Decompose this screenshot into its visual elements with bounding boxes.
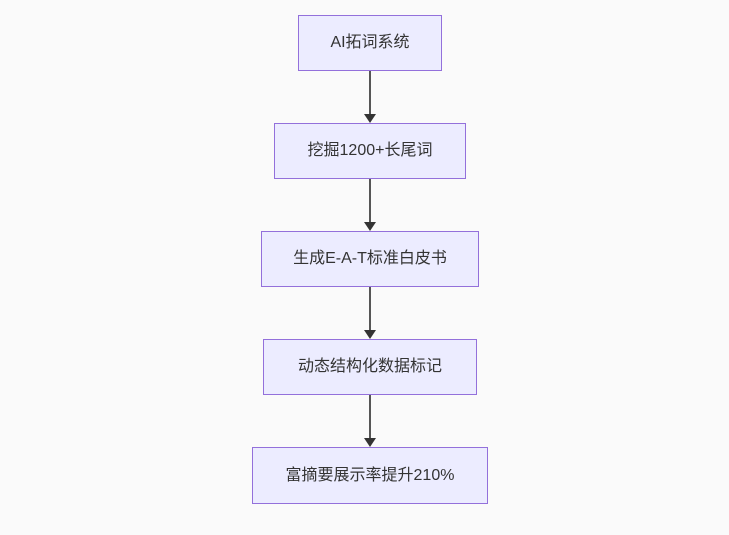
flowchart: AI拓词系统 挖掘1200+长尾词 生成E-A-T标准白皮书 动态结构化数据标记… bbox=[252, 15, 488, 504]
flow-connector-3 bbox=[364, 287, 376, 339]
arrowhead-down-icon bbox=[364, 114, 376, 123]
flow-connector-1 bbox=[364, 71, 376, 123]
flow-node-eat-whitepaper: 生成E-A-T标准白皮书 bbox=[261, 231, 479, 287]
connector-line bbox=[369, 287, 371, 330]
flow-node-rich-snippet-rate: 富摘要展示率提升210% bbox=[252, 447, 488, 504]
flow-node-longtail-keywords: 挖掘1200+长尾词 bbox=[274, 123, 466, 179]
flow-node-structured-data-markup: 动态结构化数据标记 bbox=[263, 339, 477, 395]
flow-node-ai-keyword-system: AI拓词系统 bbox=[298, 15, 442, 71]
flow-connector-4 bbox=[364, 395, 376, 447]
flow-connector-2 bbox=[364, 179, 376, 231]
arrowhead-down-icon bbox=[364, 438, 376, 447]
connector-line bbox=[369, 179, 371, 222]
connector-line bbox=[369, 71, 371, 114]
connector-line bbox=[369, 395, 371, 438]
arrowhead-down-icon bbox=[364, 222, 376, 231]
arrowhead-down-icon bbox=[364, 330, 376, 339]
